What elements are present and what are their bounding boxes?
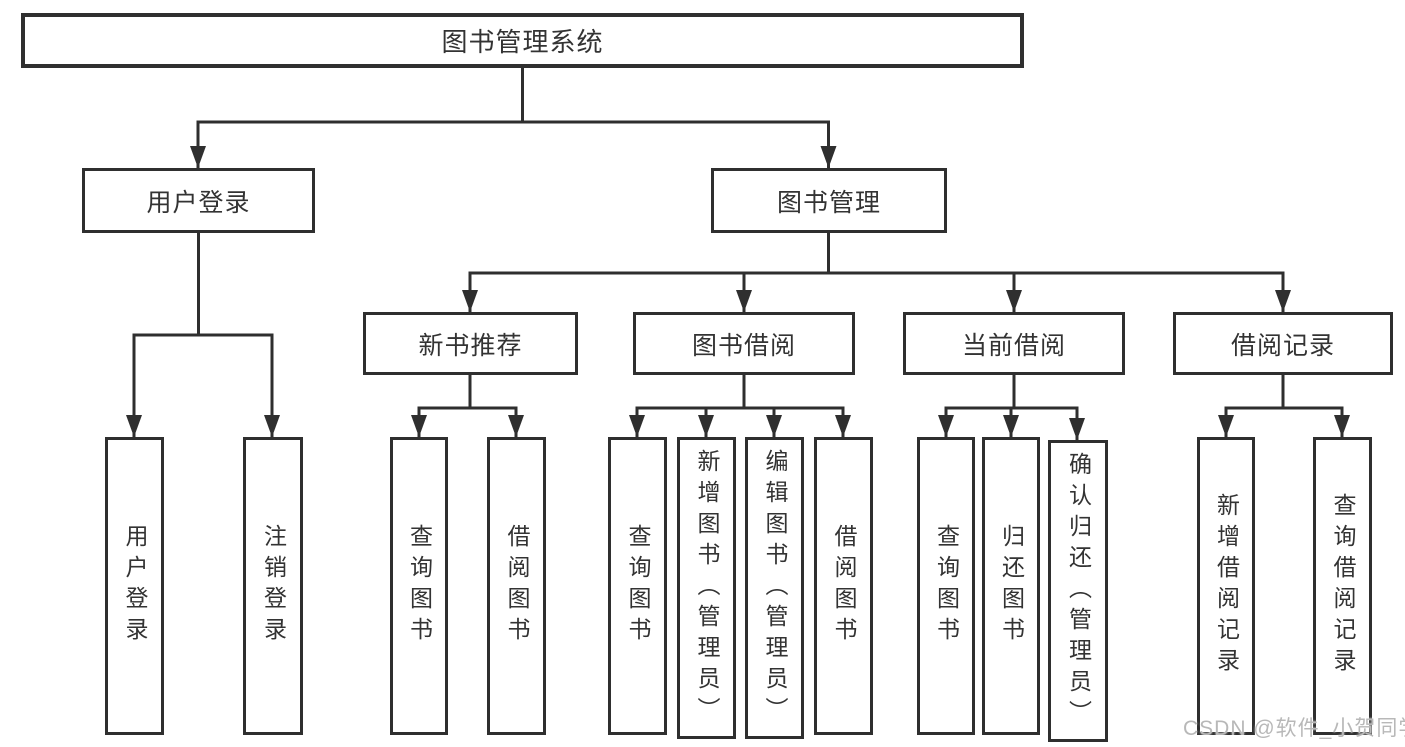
leaf-bb-edit-book-admin: 编辑图书（管理员） bbox=[745, 437, 804, 739]
leaf-bb-borrow-books: 借阅图书 bbox=[814, 437, 873, 735]
leaf-user-login: 用户登录 bbox=[105, 437, 164, 735]
stem-root bbox=[196, 66, 830, 124]
node-user-login-label: 用户登录 bbox=[146, 188, 251, 217]
node-borrow-records-label: 借阅记录 bbox=[1230, 331, 1335, 360]
leaf-logout-label: 注销登录 bbox=[260, 524, 287, 648]
node-new-book-recommend: 新书推荐 bbox=[363, 312, 578, 375]
leaf-br-add-record: 新增借阅记录 bbox=[1197, 437, 1255, 735]
watermark: CSDN @软件_小贺同学 bbox=[1183, 717, 1405, 740]
leaf-br-query-record: 查询借阅记录 bbox=[1313, 437, 1372, 735]
leaf-nbr-query-books-label: 查询图书 bbox=[406, 524, 433, 648]
leaf-bb-add-book-admin: 新增图书（管理员） bbox=[677, 437, 736, 739]
node-borrow-records: 借阅记录 bbox=[1173, 312, 1393, 375]
leaf-cb-confirm-return-admin: 确认归还（管理员） bbox=[1048, 440, 1108, 742]
leaf-bb-borrow-books-label: 借阅图书 bbox=[831, 524, 857, 648]
leaf-user-login-label: 用户登录 bbox=[122, 524, 148, 648]
leaf-cb-query-books: 查询图书 bbox=[917, 437, 975, 735]
node-current-borrow: 当前借阅 bbox=[903, 312, 1125, 375]
leaf-bb-add-book-admin-label: 新增图书（管理员） bbox=[694, 448, 720, 728]
leaf-br-add-record-label: 新增借阅记录 bbox=[1213, 493, 1240, 679]
leaf-nbr-query-books: 查询图书 bbox=[390, 437, 448, 735]
leaf-nbr-borrow-books-label: 借阅图书 bbox=[504, 524, 530, 648]
node-new-book-recommend-label: 新书推荐 bbox=[418, 331, 523, 360]
leaf-cb-return-books-label: 归还图书 bbox=[998, 524, 1025, 648]
leaf-bb-query-books-label: 查询图书 bbox=[625, 524, 651, 648]
leaf-bb-query-books: 查询图书 bbox=[608, 437, 667, 735]
leaf-logout: 注销登录 bbox=[243, 437, 303, 735]
node-book-borrow-label: 图书借阅 bbox=[691, 331, 796, 360]
leaf-cb-query-books-label: 查询图书 bbox=[933, 524, 960, 648]
leaf-cb-return-books: 归还图书 bbox=[982, 437, 1040, 735]
stem-current-borrow bbox=[944, 373, 1079, 410]
stem-book-management bbox=[468, 231, 1285, 275]
node-book-borrow: 图书借阅 bbox=[633, 312, 855, 375]
leaf-br-query-record-label: 查询借阅记录 bbox=[1330, 493, 1356, 679]
node-book-management-label: 图书管理 bbox=[776, 188, 881, 217]
leaf-nbr-borrow-books: 借阅图书 bbox=[487, 437, 546, 735]
node-book-management: 图书管理 bbox=[711, 168, 947, 233]
leaf-bb-edit-book-admin-label: 编辑图书（管理员） bbox=[762, 448, 788, 728]
node-user-login: 用户登录 bbox=[82, 168, 315, 233]
node-root-label: 图书管理系统 bbox=[441, 27, 604, 57]
leaf-cb-confirm-return-admin-label: 确认归还（管理员） bbox=[1065, 451, 1092, 731]
stem-borrow-records bbox=[1224, 373, 1344, 410]
stem-user-login bbox=[132, 231, 274, 337]
stem-book-borrow bbox=[635, 373, 845, 410]
node-root: 图书管理系统 bbox=[21, 13, 1024, 68]
node-current-borrow-label: 当前借阅 bbox=[961, 331, 1066, 360]
stem-new-book-recommend bbox=[417, 373, 518, 410]
